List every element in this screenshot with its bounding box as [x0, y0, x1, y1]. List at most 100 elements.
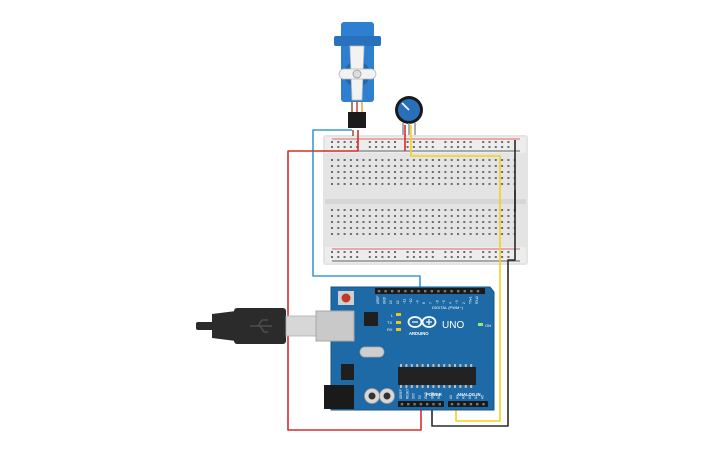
rail-hole[interactable]	[501, 141, 504, 143]
breadboard-hole[interactable]	[488, 227, 491, 229]
breadboard-hole[interactable]	[463, 171, 466, 173]
breadboard-hole[interactable]	[375, 221, 378, 223]
breadboard-hole[interactable]	[381, 159, 384, 161]
rail-hole[interactable]	[394, 251, 396, 253]
breadboard-hole[interactable]	[494, 227, 497, 229]
rail-hole[interactable]	[431, 141, 434, 143]
breadboard-hole[interactable]	[400, 221, 403, 223]
rail-hole[interactable]	[488, 146, 491, 148]
breadboard-hole[interactable]	[387, 215, 390, 217]
breadboard-hole[interactable]	[507, 215, 510, 217]
breadboard-hole[interactable]	[431, 215, 434, 217]
rail-hole[interactable]	[494, 256, 497, 258]
breadboard-hole[interactable]	[501, 209, 504, 211]
breadboard-hole[interactable]	[507, 183, 510, 185]
breadboard-hole[interactable]	[337, 171, 340, 173]
rail-hole[interactable]	[343, 146, 346, 148]
breadboard-hole[interactable]	[419, 209, 422, 211]
header-pin[interactable]	[407, 403, 410, 406]
potentiometer-icon[interactable]	[395, 96, 423, 135]
rail-hole[interactable]	[501, 251, 504, 253]
rail-hole[interactable]	[507, 141, 510, 143]
breadboard-hole[interactable]	[356, 183, 359, 185]
breadboard-hole[interactable]	[457, 221, 459, 223]
breadboard-hole[interactable]	[349, 177, 352, 179]
breadboard-hole[interactable]	[419, 165, 422, 167]
breadboard-hole[interactable]	[450, 221, 453, 223]
breadboard-hole[interactable]	[362, 165, 365, 167]
breadboard-hole[interactable]	[501, 233, 504, 235]
breadboard-hole[interactable]	[425, 215, 428, 217]
breadboard-hole[interactable]	[463, 215, 466, 217]
rail-hole[interactable]	[457, 251, 459, 253]
breadboard-hole[interactable]	[343, 177, 346, 179]
breadboard-hole[interactable]	[438, 209, 441, 211]
rail-hole[interactable]	[331, 251, 333, 253]
breadboard-hole[interactable]	[375, 159, 378, 161]
rail-hole[interactable]	[349, 251, 352, 253]
breadboard-hole[interactable]	[387, 209, 390, 211]
breadboard-hole[interactable]	[419, 177, 422, 179]
rail-hole[interactable]	[450, 256, 453, 258]
breadboard-hole[interactable]	[387, 165, 390, 167]
breadboard-hole[interactable]	[444, 183, 447, 185]
breadboard-hole[interactable]	[444, 209, 447, 211]
breadboard-hole[interactable]	[381, 233, 384, 235]
breadboard-hole[interactable]	[400, 159, 403, 161]
breadboard-hole[interactable]	[412, 221, 415, 223]
breadboard-hole[interactable]	[337, 177, 340, 179]
breadboard-hole[interactable]	[412, 171, 415, 173]
breadboard-hole[interactable]	[482, 209, 485, 211]
breadboard-hole[interactable]	[375, 209, 378, 211]
rail-hole[interactable]	[494, 251, 497, 253]
breadboard-hole[interactable]	[343, 183, 346, 185]
breadboard-hole[interactable]	[469, 177, 472, 179]
breadboard-hole[interactable]	[349, 215, 352, 217]
header-pin[interactable]	[430, 290, 433, 293]
breadboard-hole[interactable]	[507, 233, 510, 235]
reset-button[interactable]	[341, 293, 351, 303]
rail-hole[interactable]	[381, 141, 384, 143]
breadboard-hole[interactable]	[488, 177, 491, 179]
arduino-uno-board[interactable]: L TX RX ON UNO ARDUINO DIGITAL (PWM~) AR…	[315, 286, 495, 411]
breadboard-hole[interactable]	[337, 221, 340, 223]
rail-hole[interactable]	[463, 256, 466, 258]
rail-hole[interactable]	[337, 256, 340, 258]
breadboard-hole[interactable]	[400, 215, 403, 217]
rail-hole[interactable]	[444, 256, 447, 258]
wire-yellow-signal[interactable]	[410, 125, 501, 422]
rail-hole[interactable]	[425, 251, 428, 253]
breadboard-hole[interactable]	[381, 215, 384, 217]
breadboard-hole[interactable]	[387, 171, 390, 173]
breadboard-hole[interactable]	[362, 221, 365, 223]
breadboard-hole[interactable]	[406, 209, 409, 211]
breadboard-hole[interactable]	[381, 171, 384, 173]
breadboard-hole[interactable]	[368, 177, 371, 179]
breadboard-hole[interactable]	[419, 171, 422, 173]
rail-hole[interactable]	[469, 256, 472, 258]
breadboard-hole[interactable]	[331, 165, 333, 167]
breadboard-hole[interactable]	[362, 171, 365, 173]
breadboard-hole[interactable]	[394, 233, 396, 235]
breadboard-hole[interactable]	[400, 227, 403, 229]
breadboard-hole[interactable]	[331, 209, 333, 211]
breadboard-hole[interactable]	[501, 159, 504, 161]
breadboard-hole[interactable]	[394, 221, 396, 223]
breadboard-hole[interactable]	[412, 165, 415, 167]
breadboard-hole[interactable]	[387, 227, 390, 229]
breadboard-hole[interactable]	[457, 177, 459, 179]
breadboard-hole[interactable]	[469, 227, 472, 229]
breadboard-hole[interactable]	[482, 233, 485, 235]
breadboard-hole[interactable]	[412, 183, 415, 185]
breadboard-hole[interactable]	[450, 183, 453, 185]
header-pin[interactable]	[470, 290, 473, 293]
breadboard-hole[interactable]	[343, 221, 346, 223]
breadboard-hole[interactable]	[394, 159, 396, 161]
header-pin[interactable]	[391, 290, 394, 293]
breadboard-hole[interactable]	[394, 165, 396, 167]
rail-hole[interactable]	[331, 256, 333, 258]
breadboard-hole[interactable]	[425, 221, 428, 223]
breadboard-hole[interactable]	[331, 233, 333, 235]
rail-hole[interactable]	[406, 256, 409, 258]
